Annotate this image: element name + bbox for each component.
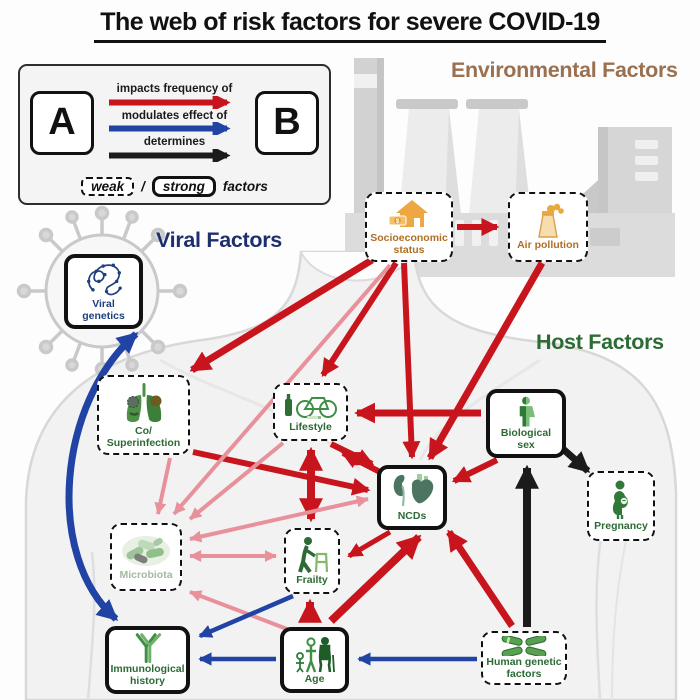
arrow-age-to-microbiota	[189, 590, 288, 631]
infected-lungs-icon	[126, 383, 161, 423]
arrow-age-to-ncds	[328, 534, 422, 624]
strong-factor-sample: strong	[151, 176, 216, 197]
weak-factor-sample: weak	[81, 177, 135, 196]
svg-text:$: $	[396, 219, 400, 225]
arrow-biologicalsex-to-ncds	[451, 457, 499, 484]
legend-blue-label: modulates effect of	[121, 109, 228, 122]
page-title: The web of risk factors for severe COVID…	[0, 8, 700, 43]
smokestack-icon	[538, 203, 564, 238]
chromosome-icon	[501, 636, 547, 657]
arrow-airpollution-to-ncds	[426, 261, 546, 461]
blue-arrow-icon	[108, 122, 231, 136]
legend-row-red: impacts frequency of	[100, 83, 250, 109]
legend-red-label: impacts frequency of	[116, 83, 233, 96]
node-ncds: NCDs	[377, 465, 447, 530]
male-female-icon	[519, 396, 536, 427]
legend-node-a: A	[30, 90, 94, 155]
node-immunological-history: Immunological history	[105, 626, 190, 694]
node-air-pollution: Air pollution	[508, 192, 588, 262]
legend-strength-key: weak / strong factors	[30, 173, 319, 199]
legend-row-black: determines	[100, 136, 250, 162]
arrow-frailty-to-immunohistory	[198, 593, 294, 639]
arrow-viralgenetics-immunohistory-bidirectional	[65, 331, 139, 622]
rna-icon	[86, 263, 122, 296]
arrow-ncds-to-frailty	[347, 529, 392, 559]
legend-arrow-key: A impacts frequency of modulates effect …	[30, 72, 319, 173]
black-arrow-icon	[108, 148, 231, 162]
arrow-microbiota-ncds-bidirectional	[189, 495, 369, 543]
legend-factors-label: factors	[222, 179, 268, 194]
node-lifestyle: Lifestyle	[273, 383, 348, 441]
arrow-cosuperinfection-to-ncds	[192, 449, 371, 496]
arrow-ses-to-cosuperinfection	[189, 257, 374, 373]
legend-node-b: B	[255, 90, 319, 155]
legend-black-label: determines	[143, 136, 206, 149]
legend-row-blue: modulates effect of	[100, 110, 250, 136]
arrow-ses-to-ncds	[401, 262, 421, 460]
house-money-icon: $	[388, 200, 428, 228]
generations-icon	[295, 636, 335, 673]
viral-factors-label: Viral Factors	[156, 228, 282, 252]
node-age: Age	[280, 627, 349, 693]
node-biological-sex: Biological sex	[486, 389, 566, 458]
arrow-biologicalsex-to-pregnancy	[560, 446, 591, 474]
bicycle-bottle-icon	[284, 393, 337, 419]
elderly-walker-icon	[298, 536, 329, 573]
node-co-superinfection: Co/ Superinfection	[97, 375, 190, 455]
arrow-ses-to-lifestyle	[320, 261, 399, 378]
red-arrow-icon	[108, 95, 231, 109]
node-human-genetic-factors: Human genetic factors	[481, 631, 567, 685]
pregnant-woman-icon	[612, 480, 628, 519]
bacteria-icon	[122, 535, 170, 566]
host-factors-label: Host Factors	[536, 330, 664, 354]
node-socioeconomic-status: $ Socioeconomic status	[365, 192, 453, 262]
node-frailty: Frailty	[284, 528, 340, 594]
arrow-cosuperinfection-to-microbiota	[154, 457, 172, 515]
legend-box: A impacts frequency of modulates effect …	[18, 64, 331, 205]
environmental-factors-label: Environmental Factors	[451, 58, 678, 82]
node-pregnancy: Pregnancy	[587, 471, 655, 541]
antibody-icon	[135, 633, 161, 664]
heart-kidney-icon	[393, 474, 434, 507]
arrow-humangenetics-to-ncds	[446, 529, 515, 628]
node-viral-genetics: Viral genetics	[64, 254, 143, 329]
legend-separator: /	[141, 179, 145, 194]
node-microbiota: Microbiota	[110, 523, 182, 591]
